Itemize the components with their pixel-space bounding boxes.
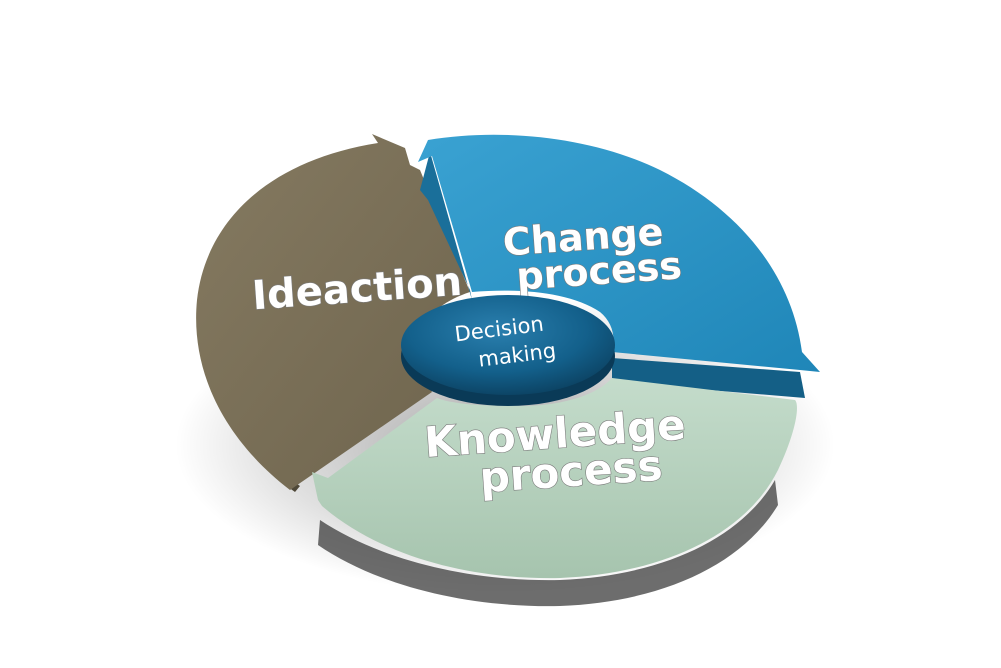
segment-change-process-shape <box>418 134 820 372</box>
change-process-label-line1: Change <box>501 209 664 264</box>
segment-knowledge-process-shape <box>312 378 797 579</box>
segment-change-process: Change process <box>418 134 820 398</box>
segment-knowledge-process: Knowledge process <box>312 378 797 607</box>
segment-ideaction-shape <box>196 134 471 490</box>
decision-making-hub: Decision making <box>401 295 615 406</box>
decision-making-hub-shape <box>401 295 615 395</box>
segment-ideaction: Ideaction <box>196 134 471 492</box>
